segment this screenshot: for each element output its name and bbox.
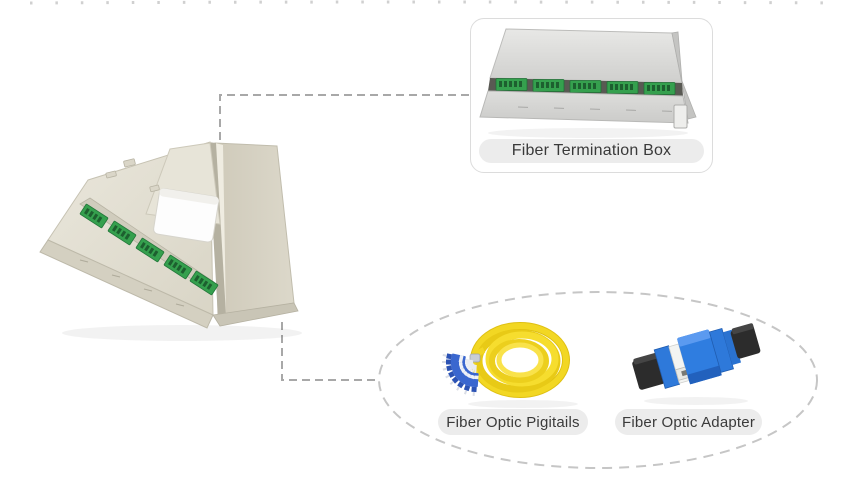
green-adapter-strips — [79, 203, 219, 296]
closed-fiber-termination-box-image — [479, 28, 697, 138]
top-clipped-dashed-arc — [29, 0, 844, 5]
green-adapter-strips — [495, 78, 676, 95]
connector-line-top — [219, 94, 469, 140]
connector-line-bottom — [281, 322, 378, 381]
fiber-pigtails-image — [442, 322, 578, 408]
group-ellipse-outline — [378, 291, 818, 469]
pigtails-label: Fiber Optic Pigitails — [438, 409, 588, 435]
sc-adapter-body — [632, 323, 761, 390]
open-fiber-termination-box-image — [39, 141, 302, 341]
adapter-label: Fiber Optic Adapter — [615, 409, 762, 435]
fiber-adapter-image — [632, 323, 761, 405]
sc-connectors-fan — [442, 353, 479, 396]
termination-box-label: Fiber Termination Box — [479, 139, 704, 163]
yellow-cable-coil — [470, 322, 570, 398]
termination-box-callout: Fiber Termination Box — [470, 18, 713, 173]
